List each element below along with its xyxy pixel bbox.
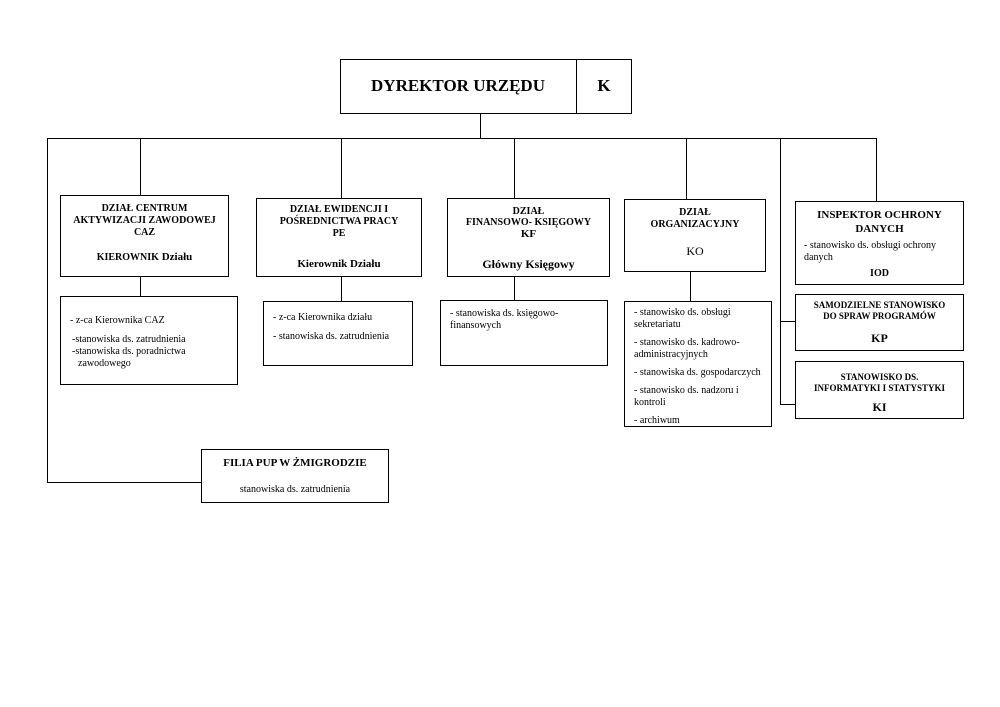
caz-title-1: DZIAŁ CENTRUM bbox=[101, 203, 188, 214]
iod-positions: - stanowisko ds. obsługi ochrony danych bbox=[804, 240, 957, 266]
connector-caz-sub bbox=[140, 276, 141, 296]
pe-title-1: DZIAŁ EWIDENCJI I bbox=[289, 204, 389, 215]
iod-title-1: INSPEKTOR OCHRONY bbox=[817, 209, 942, 221]
connector-left-vertical bbox=[47, 138, 48, 483]
caz-position: -stanowiska ds. poradnictwa bbox=[72, 346, 186, 357]
kf-position: - stanowiska ds. księgowo- bbox=[450, 308, 559, 319]
caz-head-suffix: Działu bbox=[161, 251, 193, 263]
caz-position: zawodowego bbox=[78, 358, 131, 369]
kf-title-1: DZIAŁ bbox=[512, 206, 545, 217]
pe-positions-box: - z-ca Kierownika działu - stanowiska ds… bbox=[263, 301, 413, 366]
ko-position: - stanowisko ds. nadzoru i bbox=[634, 385, 739, 396]
ki-code: KI bbox=[872, 400, 887, 414]
caz-title-2: AKTYWIZACJI ZAWODOWEJ bbox=[73, 215, 216, 226]
filia-box: FILIA PUP W ŻMIGRODZIE stanowiska ds. za… bbox=[201, 449, 389, 503]
kf-box: DZIAŁ FINANSOWO- KSIĘGOWY KF Główny Księ… bbox=[447, 198, 610, 277]
connector-right-vertical bbox=[780, 138, 781, 405]
caz-title-3: CAZ bbox=[133, 227, 156, 238]
pe-title-2: POŚREDNICTWA PRACY bbox=[279, 216, 399, 227]
pe-head: Kierownik Działu bbox=[297, 258, 381, 270]
ko-position: administracyjnych bbox=[634, 349, 708, 360]
ko-title-1: DZIAŁ bbox=[679, 207, 711, 218]
kf-positions: - stanowiska ds. księgowo- finansowych bbox=[450, 308, 601, 334]
connector-iod bbox=[876, 138, 877, 202]
caz-head-prefix: KIEROWNIK bbox=[96, 252, 159, 263]
kf-title-3: KF bbox=[520, 228, 537, 240]
iod-code: IOD bbox=[870, 268, 889, 279]
iod-box: INSPEKTOR OCHRONY DANYCH - stanowisko ds… bbox=[795, 201, 964, 285]
filia-position: stanowiska ds. zatrudnienia bbox=[239, 484, 351, 495]
pe-title-3: PE bbox=[332, 228, 346, 239]
iod-position: danych bbox=[804, 252, 833, 263]
kp-title-1: SAMODZIELNE STANOWISKO bbox=[813, 300, 946, 310]
ko-position: - archiwum bbox=[634, 415, 680, 426]
caz-positions-box: - z-ca Kierownika CAZ -stanowiska ds. za… bbox=[60, 296, 238, 385]
connector-caz bbox=[140, 138, 141, 196]
caz-position: -stanowiska ds. zatrudnienia bbox=[72, 334, 186, 345]
pe-position: - stanowiska ds. zatrudnienia bbox=[273, 331, 390, 342]
caz-positions: - z-ca Kierownika CAZ -stanowiska ds. za… bbox=[70, 315, 231, 372]
ko-position: - stanowisko ds. obsługi bbox=[634, 307, 731, 318]
ko-position: sekretariatu bbox=[634, 319, 681, 330]
pe-positions: - z-ca Kierownika działu - stanowiska ds… bbox=[273, 312, 406, 345]
connector-pe bbox=[341, 138, 342, 199]
connector-kf bbox=[514, 138, 515, 199]
filia-title: FILIA PUP W ŻMIGRODZIE bbox=[223, 457, 367, 469]
kf-positions-box: - stanowiska ds. księgowo- finansowych bbox=[440, 300, 608, 366]
connector-ki bbox=[780, 404, 795, 405]
kp-box: SAMODZIELNE STANOWISKO DO SPRAW PROGRAMÓ… bbox=[795, 294, 964, 351]
ko-box: DZIAŁ ORGANIZACYJNY KO bbox=[624, 199, 766, 272]
director-code: K bbox=[597, 76, 611, 95]
kf-title-2: FINANSOWO- KSIĘGOWY bbox=[465, 217, 592, 228]
connector-pe-sub bbox=[341, 276, 342, 302]
connector-kp bbox=[780, 321, 795, 322]
connector-main-horizontal bbox=[47, 138, 876, 139]
ki-title-2: INFORMATYKI I STATYSTYKI bbox=[813, 383, 946, 393]
ko-code: KO bbox=[686, 244, 704, 258]
ki-title-1: STANOWISKO DS. bbox=[840, 372, 919, 382]
ko-title-2: ORGANIZACYJNY bbox=[650, 219, 740, 230]
pe-box: DZIAŁ EWIDENCJI I POŚREDNICTWA PRACY PE … bbox=[256, 198, 422, 277]
director-title: DYREKTOR URZĘDU bbox=[371, 76, 545, 95]
connector-kf-sub bbox=[514, 276, 515, 301]
pe-position: - z-ca Kierownika działu bbox=[273, 312, 373, 323]
caz-head: KIEROWNIK Działu bbox=[61, 251, 228, 263]
director-box: DYREKTOR URZĘDU K bbox=[340, 59, 632, 114]
connector-director-down bbox=[480, 113, 481, 138]
connector-ko bbox=[686, 138, 687, 200]
ko-position: kontroli bbox=[634, 397, 666, 408]
connector-filia bbox=[47, 482, 201, 483]
ki-box: STANOWISKO DS. INFORMATYKI I STATYSTYKI … bbox=[795, 361, 964, 419]
kf-position: finansowych bbox=[450, 320, 502, 331]
iod-position: - stanowisko ds. obsługi ochrony bbox=[804, 240, 936, 251]
ko-positions-box: - stanowisko ds. obsługi sekretariatu - … bbox=[624, 301, 772, 427]
kp-code: KP bbox=[871, 331, 888, 345]
iod-title-2: DANYCH bbox=[855, 223, 904, 235]
connector-ko-sub bbox=[690, 271, 691, 302]
ko-positions: - stanowisko ds. obsługi sekretariatu - … bbox=[634, 307, 765, 429]
director-divider bbox=[576, 60, 577, 113]
ko-position: - stanowisko ds. kadrowo- bbox=[634, 337, 740, 348]
kp-title-2: DO SPRAW PROGRAMÓW bbox=[823, 311, 936, 321]
kf-head: Główny Księgowy bbox=[482, 257, 575, 271]
ko-position: - stanowiska ds. gospodarczych bbox=[634, 367, 761, 378]
caz-position: - z-ca Kierownika CAZ bbox=[70, 315, 165, 326]
caz-box: DZIAŁ CENTRUM AKTYWIZACJI ZAWODOWEJ CAZ … bbox=[60, 195, 229, 277]
